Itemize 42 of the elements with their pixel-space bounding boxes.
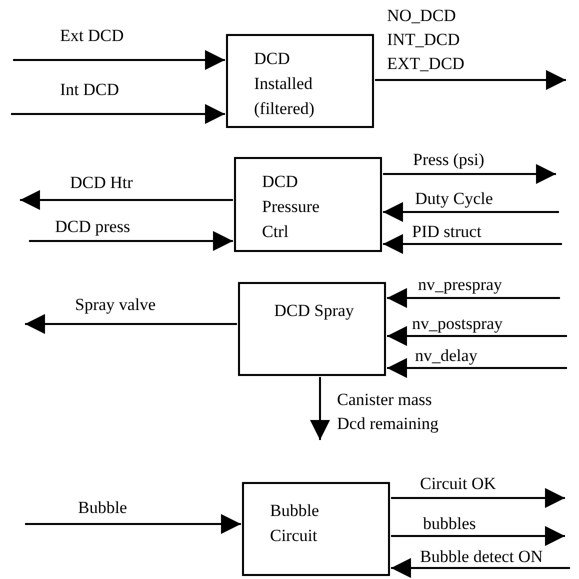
edge-label: Bubble detect ON [420, 546, 543, 568]
arrow [383, 234, 562, 254]
process-box [226, 34, 374, 128]
arrow [20, 190, 233, 210]
arrow [29, 231, 233, 251]
process-box [234, 157, 382, 252]
edge-label: Spray valve [75, 294, 156, 316]
arrow [13, 50, 225, 70]
edge-label: nv_postspray [412, 313, 503, 335]
edge-label: Bubble [78, 497, 128, 519]
box-title: DCD Spray [273, 300, 355, 322]
box-title: DCD Pressure Ctrl [262, 171, 321, 243]
edge-label: DCD press [55, 216, 130, 238]
edge-label: Press (psi) [413, 149, 484, 171]
box-title: DCD Installed (filtered) [254, 48, 316, 120]
arrow [387, 358, 567, 378]
edge-label: bubbles [423, 513, 476, 535]
arrow [391, 558, 570, 578]
arrow [11, 104, 225, 124]
arrow [387, 288, 560, 308]
arrow [375, 70, 566, 90]
edge-label: NO_DCD INT_DCD EXT_DCD [387, 5, 466, 75]
arrow [25, 514, 241, 534]
edge-label: Int DCD [60, 79, 120, 101]
arrow [383, 164, 556, 184]
process-box [242, 482, 390, 576]
arrow [387, 326, 567, 346]
arrow [310, 377, 330, 440]
edge-label: Canister mass Dcd remaining [337, 389, 440, 435]
box-title: Bubble Circuit [270, 500, 320, 547]
edge-label: PID struct [412, 221, 482, 243]
process-box [238, 282, 386, 376]
edge-label: nv_prespray [418, 274, 502, 296]
arrow [391, 488, 565, 508]
edge-label: nv_delay [415, 345, 478, 367]
edge-label: DCD Htr [70, 172, 133, 194]
edge-label: Ext DCD [60, 25, 124, 47]
edge-label: Circuit OK [420, 473, 496, 495]
arrow [383, 202, 559, 222]
arrow [25, 314, 237, 334]
edge-label: Duty Cycle [415, 188, 493, 210]
arrow [391, 526, 565, 546]
